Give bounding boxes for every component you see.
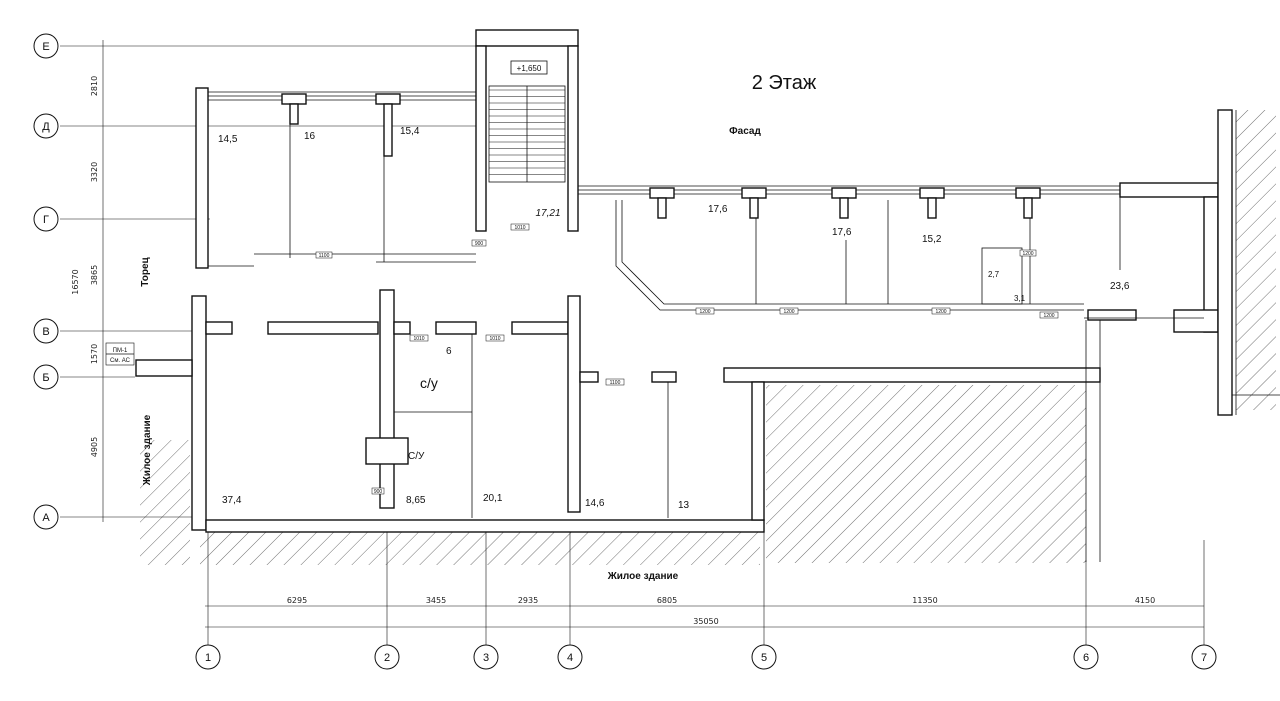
room-13: 13 [678,500,690,511]
door-1100-upper: 1100 [319,253,330,259]
col-axis-2: 2 [384,652,390,664]
residential-bottom-label: Жилое здание [607,571,679,582]
hatched-zones [140,110,1276,565]
note-line2: См. АС [110,358,131,364]
door-1200-c: 1200 [935,309,946,315]
stair-steps [489,89,565,175]
plan-title: 2 Этаж [752,72,817,94]
dim-6805: 6805 [657,596,677,605]
dim-35050: 35050 [693,617,718,626]
row-axes: Е Д Г В Б А [33,33,59,530]
col-axis-7: 7 [1201,652,1207,664]
room-wc-2: С/У [408,451,425,462]
door-1100-lower: 1100 [610,380,621,386]
row-dimensions: 2810 3320 3865 1570 4905 16570 [71,76,99,457]
facade-label: Фасад [729,126,761,137]
hatch-left [140,440,190,565]
stair-area: 17,21 [535,208,560,219]
door-1010-wc: 1010 [413,336,424,342]
stair-core: +1,650 17,21 [475,29,579,232]
room-wc-1: с/у [420,375,438,391]
col-axis-5: 5 [761,652,767,664]
room-14-6: 14,6 [585,498,605,509]
col-axis-4: 4 [567,652,573,664]
row-axis-B: Б [42,372,49,384]
room-8-65: 8,65 [406,495,426,506]
room-37-4: 37,4 [222,495,242,506]
row-axis-E: Е [42,41,49,53]
col-axes: 1 2 3 4 5 6 7 [195,644,1217,670]
lower-block [135,289,1101,562]
end-wall-label: Торец [140,256,151,286]
col-axis-6: 6 [1083,652,1089,664]
dim-3455: 3455 [426,596,446,605]
hatch-right [1236,110,1276,410]
dim-3865: 3865 [90,265,99,285]
room-23-6: 23,6 [1110,281,1130,292]
door-tags: 1100 900 1010 1010 1010 1100 900 1200 12… [315,223,1059,495]
door-1200-b: 1200 [783,309,794,315]
dim-3320: 3320 [90,162,99,182]
door-900-lower: 900 [374,489,383,495]
dim-2810: 2810 [90,76,99,96]
grid-lines [60,40,1205,645]
residential-left-label: Жилое здание [142,414,153,486]
door-1010-stair: 1010 [514,225,525,231]
room-6: 6 [446,346,452,357]
col-axis-1: 1 [205,652,211,664]
door-1200-wc: 1200 [1022,251,1033,257]
room-3-1: 3,1 [1014,294,1026,303]
room-15-4: 15,4 [400,126,420,137]
door-1010-room: 1010 [489,336,500,342]
room-15-2: 15,2 [922,234,942,245]
col-dimensions: 6295 3455 2935 6805 11350 4150 35050 [287,596,1155,626]
row-axis-G: Г [43,214,49,226]
room-17-6-b: 17,6 [832,227,852,238]
dim-1570: 1570 [90,344,99,364]
stair-level-mark: +1,650 [517,64,542,73]
hatch-bottom [200,530,760,565]
row-axis-D: Д [42,121,50,133]
row-axis-A: А [42,512,50,524]
room-17-6-a: 17,6 [708,204,728,215]
dim-4150: 4150 [1135,596,1155,605]
upper-left-block [195,87,476,269]
dim-6295: 6295 [287,596,307,605]
dim-16570: 16570 [71,269,80,294]
door-1200-a: 1200 [699,309,710,315]
room-16: 16 [304,131,316,142]
col-axis-3: 3 [483,652,489,664]
room-14-5: 14,5 [218,134,238,145]
door-1200-d: 1200 [1043,313,1054,319]
upper-right-block [578,109,1280,416]
door-900-stair: 900 [475,241,484,247]
note-box: ПМ-1 См. АС [105,342,135,366]
row-axis-V: В [42,326,49,338]
dim-2935: 2935 [518,596,538,605]
room-2-7: 2,7 [988,270,1000,279]
note-line1: ПМ-1 [113,348,128,354]
hatch-courtyard [766,385,1086,563]
dim-4905: 4905 [90,437,99,457]
dim-11350: 11350 [912,596,937,605]
room-20-1: 20,1 [483,493,503,504]
room-labels: 14,5 16 15,4 17,6 17,6 15,2 2,7 3,1 23,6… [218,126,1130,511]
